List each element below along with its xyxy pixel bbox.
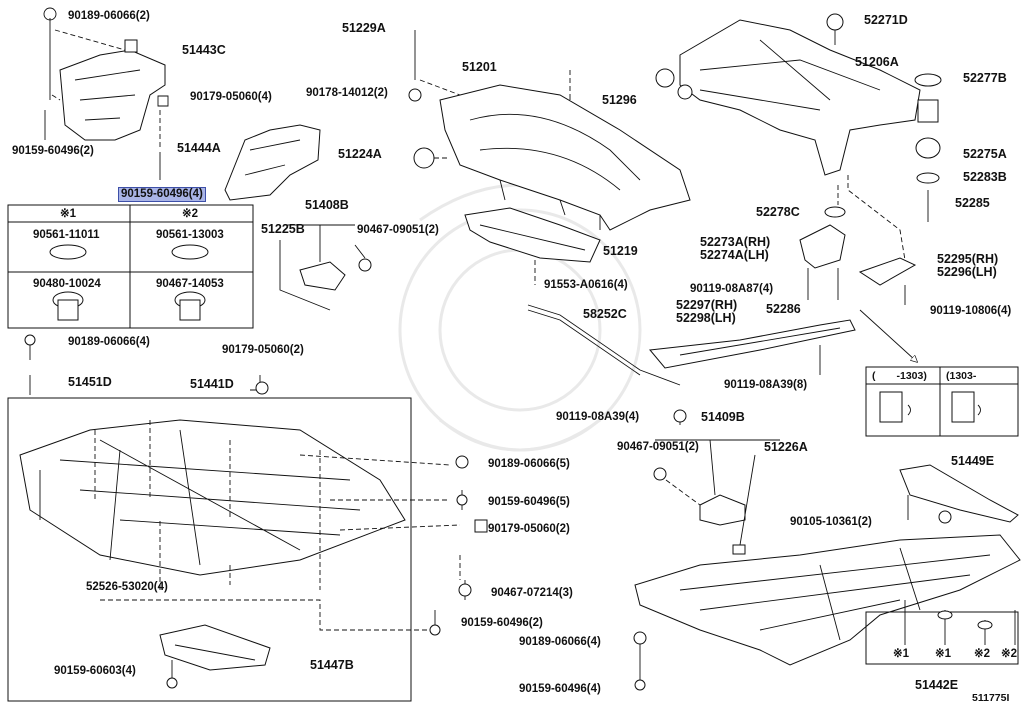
label-52296-lh[interactable]: 52296(LH) bbox=[937, 265, 997, 279]
label-52283B[interactable]: 52283B bbox=[963, 170, 1007, 184]
label-90119-08A39-4[interactable]: 90119-08A39(4) bbox=[556, 411, 640, 423]
label-90179-05060-2b[interactable]: 90179-05060(2) bbox=[488, 523, 570, 535]
label-51201[interactable]: 51201 bbox=[462, 60, 497, 74]
bracket-51408B[interactable] bbox=[299, 261, 346, 291]
label-90105-10361-2[interactable]: 90105-10361(2) bbox=[790, 516, 872, 528]
label-51444A[interactable]: 51444A bbox=[177, 141, 221, 155]
label-51409B[interactable]: 51409B bbox=[701, 410, 745, 424]
label-52278C[interactable]: 52278C bbox=[756, 205, 800, 219]
label-90179-05060-4[interactable]: 90179-05060(4) bbox=[190, 91, 272, 103]
label-51449E[interactable]: 51449E bbox=[951, 454, 995, 468]
label-90159-60496-2a[interactable]: 90159-60496(2) bbox=[12, 145, 94, 157]
callout-d: ※2 bbox=[1001, 648, 1018, 660]
label-52274A-lh[interactable]: 52274A(LH) bbox=[700, 248, 769, 262]
label-51451D[interactable]: 51451D bbox=[68, 375, 112, 389]
label-90119-08A39-8[interactable]: 90119-08A39(8) bbox=[724, 379, 808, 391]
label-52285[interactable]: 52285 bbox=[955, 196, 990, 210]
label-51441D[interactable]: 51441D bbox=[190, 377, 234, 391]
label-52277B[interactable]: 52277B bbox=[963, 71, 1007, 85]
label-90159-60603-4[interactable]: 90159-60603(4) bbox=[54, 665, 136, 677]
legend-table bbox=[7, 204, 254, 329]
rear-subframe-51206A[interactable] bbox=[655, 19, 921, 176]
legend-r2c2[interactable]: 90467-14053 bbox=[156, 278, 224, 290]
label-90467-09051-2a[interactable]: 90467-09051(2) bbox=[357, 224, 439, 236]
date-box-right: (1303- bbox=[946, 370, 998, 382]
label-90119-08A87-4[interactable]: 90119-08A87(4) bbox=[690, 283, 774, 295]
date-variant-box bbox=[865, 366, 1019, 437]
plate-51219[interactable] bbox=[464, 207, 601, 263]
rear-undercover-51442E[interactable] bbox=[634, 534, 1021, 666]
callout-a: ※1 bbox=[893, 648, 910, 660]
label-52297-rh[interactable]: 52297(RH) bbox=[676, 298, 738, 312]
front-crossmember-51201[interactable] bbox=[439, 84, 691, 231]
bracket-51443C[interactable] bbox=[59, 39, 166, 141]
label-90159-60496-2b[interactable]: 90159-60496(2) bbox=[461, 617, 543, 629]
label-51206A[interactable]: 51206A bbox=[855, 55, 899, 69]
label-51226A[interactable]: 51226A bbox=[764, 440, 808, 454]
legend-col2-header: ※2 bbox=[182, 208, 199, 220]
callout-b: ※1 bbox=[935, 648, 952, 660]
label-51443C[interactable]: 51443C bbox=[182, 43, 226, 57]
label-51224A[interactable]: 51224A bbox=[338, 147, 382, 161]
label-52273A-rh[interactable]: 52273A(RH) bbox=[700, 235, 771, 249]
callout-c: ※2 bbox=[974, 648, 991, 660]
label-51296[interactable]: 51296 bbox=[602, 93, 637, 107]
bracket-52295[interactable] bbox=[858, 257, 917, 286]
legend-r1c2[interactable]: 90561-13003 bbox=[156, 229, 224, 241]
label-90467-09051-2b[interactable]: 90467-09051(2) bbox=[617, 441, 699, 453]
bracket-51444A[interactable] bbox=[224, 124, 321, 201]
label-52271D[interactable]: 52271D bbox=[864, 13, 908, 27]
label-52286[interactable]: 52286 bbox=[766, 302, 801, 316]
label-90189-06066-4b[interactable]: 90189-06066(4) bbox=[519, 636, 601, 648]
bracket-51449E[interactable] bbox=[899, 464, 1019, 523]
bracket-52273A[interactable] bbox=[799, 224, 846, 269]
legend-r2c1[interactable]: 90480-10024 bbox=[33, 278, 101, 290]
label-90467-07214-3[interactable]: 90467-07214(3) bbox=[491, 587, 573, 599]
label-90189-06066-5[interactable]: 90189-06066(5) bbox=[488, 458, 570, 470]
label-51447B[interactable]: 51447B bbox=[310, 658, 354, 672]
label-91553-A0616-4[interactable]: 91553-A0616(4) bbox=[544, 279, 628, 291]
undercover-plate-51447B[interactable] bbox=[159, 624, 271, 671]
label-51442E[interactable]: 51442E bbox=[915, 678, 959, 692]
label-90179-05060-2a[interactable]: 90179-05060(2) bbox=[222, 344, 304, 356]
engine-undercover-51441D[interactable] bbox=[19, 419, 406, 576]
label-90159-60496-5[interactable]: 90159-60496(5) bbox=[488, 496, 570, 508]
bracket-51409B[interactable] bbox=[699, 494, 746, 526]
label-90189-06066-4[interactable]: 90189-06066(4) bbox=[68, 336, 150, 348]
date-box-left: ( -1303) bbox=[872, 370, 927, 382]
label-51219[interactable]: 51219 bbox=[603, 244, 638, 258]
label-51225B[interactable]: 51225B bbox=[261, 222, 305, 236]
label-52295-rh[interactable]: 52295(RH) bbox=[937, 252, 999, 266]
label-52275A[interactable]: 52275A bbox=[963, 147, 1007, 161]
label-90189-06066-2[interactable]: 90189-06066(2) bbox=[68, 10, 150, 22]
diagram-code: 511775I bbox=[972, 692, 1010, 704]
label-52526-53020-4[interactable]: 52526-53020(4) bbox=[86, 581, 168, 593]
label-90159-60496-4b[interactable]: 90159-60496(4) bbox=[519, 683, 601, 695]
label-52298-lh[interactable]: 52298(LH) bbox=[676, 311, 736, 325]
label-58252C[interactable]: 58252C bbox=[583, 307, 627, 321]
label-90119-10806-4[interactable]: 90119-10806(4) bbox=[930, 305, 1012, 317]
label-90178-14012-2[interactable]: 90178-14012(2) bbox=[306, 87, 388, 99]
label-51408B[interactable]: 51408B bbox=[305, 198, 349, 212]
undercover-group-frame bbox=[7, 397, 412, 702]
bar-52297[interactable] bbox=[649, 319, 856, 369]
legend-r1c1[interactable]: 90561-11011 bbox=[33, 229, 100, 241]
legend-col1-header: ※1 bbox=[60, 208, 77, 220]
label-51229A[interactable]: 51229A bbox=[342, 21, 386, 35]
label-90159-60496-4-highlighted[interactable]: 90159-60496(4) bbox=[118, 187, 206, 202]
